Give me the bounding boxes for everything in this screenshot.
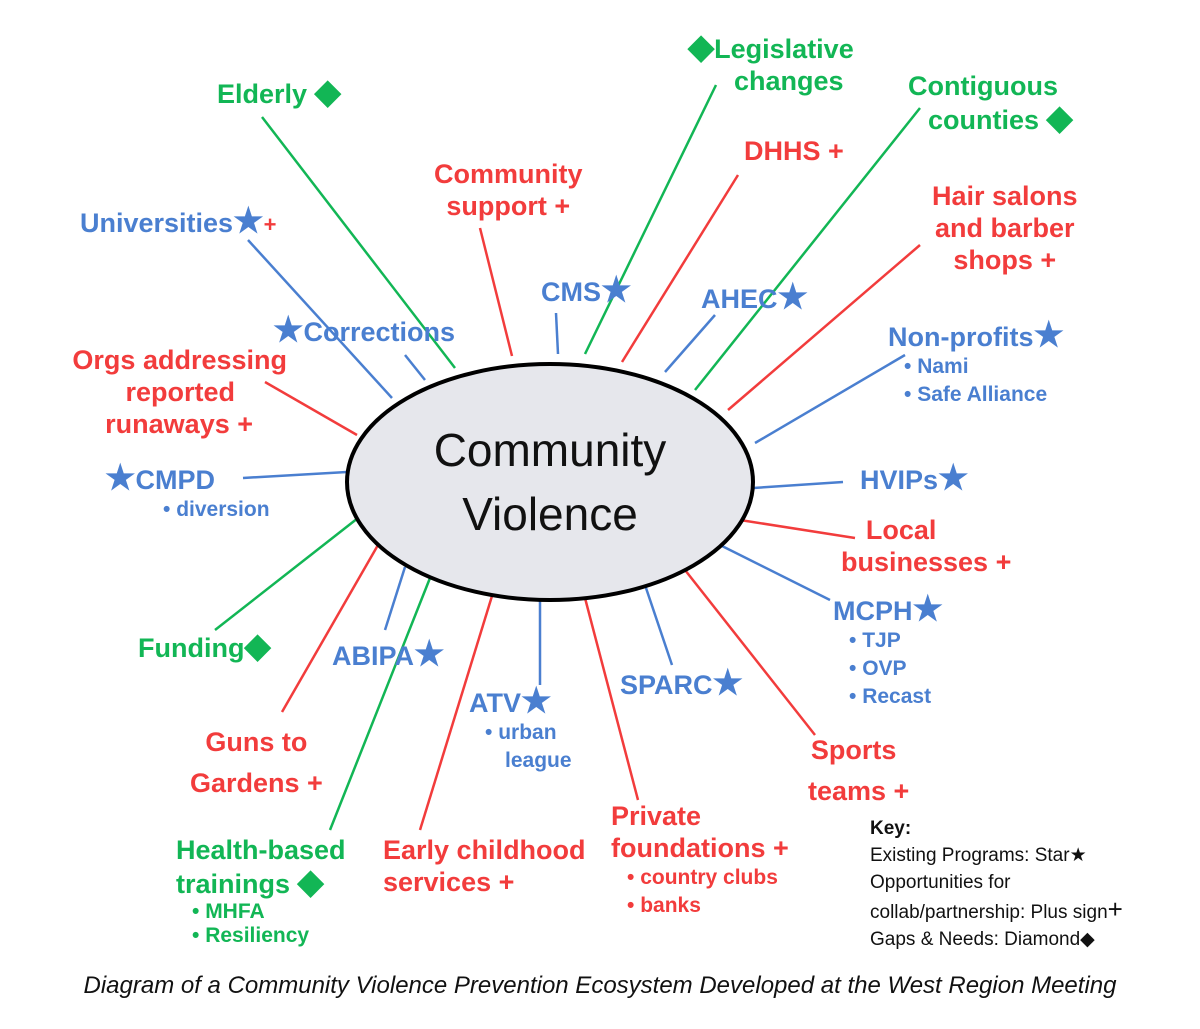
line-abipa <box>383 566 407 631</box>
line-dhhs <box>620 174 740 363</box>
line-elderly <box>261 116 456 369</box>
star-icon: ★ <box>912 590 943 628</box>
line-universities <box>247 239 393 399</box>
line-local <box>739 518 856 540</box>
node-dhhs: DHHS + <box>744 136 844 166</box>
line-cms <box>554 312 560 355</box>
line-sports <box>684 569 816 736</box>
star-icon: ★ <box>273 311 304 349</box>
node-abipa: ABIPA★ <box>332 635 445 673</box>
line-legislative <box>583 84 718 355</box>
node-funding: Funding◆ <box>138 627 271 665</box>
node-corrections: ★Corrections <box>273 311 456 349</box>
star-icon: ★ <box>601 271 632 309</box>
plus-icon: + <box>1107 894 1123 924</box>
star-icon: ★ <box>105 459 136 497</box>
line-health <box>328 577 432 831</box>
diamond-icon: ◆ <box>297 863 324 901</box>
diamond-icon: ◆ <box>1080 929 1095 950</box>
plus-icon: + <box>263 212 277 237</box>
star-icon: ★ <box>712 664 743 702</box>
diamond-icon: ◆ <box>244 627 271 665</box>
caption: Diagram of a Community Violence Preventi… <box>83 972 1117 999</box>
node-nonprofits: Non-profits★NamiSafe Alliance <box>888 316 1064 409</box>
node-hvips: HVIPs★ <box>860 459 969 497</box>
node-universities: Universities★+ <box>80 202 277 240</box>
line-corrections <box>404 354 426 381</box>
diamond-icon: ◆ <box>314 73 341 111</box>
node-mcph: MCPH★TJPOVPRecast <box>833 590 943 711</box>
node-ahec: AHEC★ <box>701 278 808 316</box>
line-early <box>418 595 494 831</box>
star-icon: ★ <box>938 459 969 497</box>
line-ahec <box>664 314 716 373</box>
line-mcph <box>719 543 831 602</box>
line-contiguous <box>694 107 921 391</box>
line-community-support <box>478 227 514 357</box>
diamond-icon: ◆ <box>688 28 715 66</box>
star-icon: ★ <box>1069 845 1087 866</box>
star-icon: ★ <box>521 682 552 720</box>
star-icon: ★ <box>233 202 264 240</box>
node-sparc: SPARC★ <box>620 664 743 702</box>
node-cms: CMS★ <box>541 271 632 309</box>
line-orgs <box>264 380 358 437</box>
node-cmpd: ★CMPDdiversion <box>105 459 270 524</box>
line-hair <box>727 244 921 411</box>
diamond-icon: ◆ <box>1046 99 1073 137</box>
legend-key: Key: Existing Programs: Star★ Opportunit… <box>870 818 1123 950</box>
line-hvips <box>752 480 844 490</box>
line-nonprofits <box>754 353 906 445</box>
line-funding <box>214 517 359 631</box>
center-ellipse <box>345 362 755 602</box>
line-guns <box>280 544 380 713</box>
star-icon: ★ <box>1033 316 1064 354</box>
star-icon: ★ <box>777 278 808 316</box>
line-private <box>583 597 640 801</box>
node-elderly: Elderly ◆ <box>217 73 341 111</box>
line-sparc <box>643 584 674 666</box>
star-icon: ★ <box>414 635 445 673</box>
line-cmpd <box>242 470 348 480</box>
